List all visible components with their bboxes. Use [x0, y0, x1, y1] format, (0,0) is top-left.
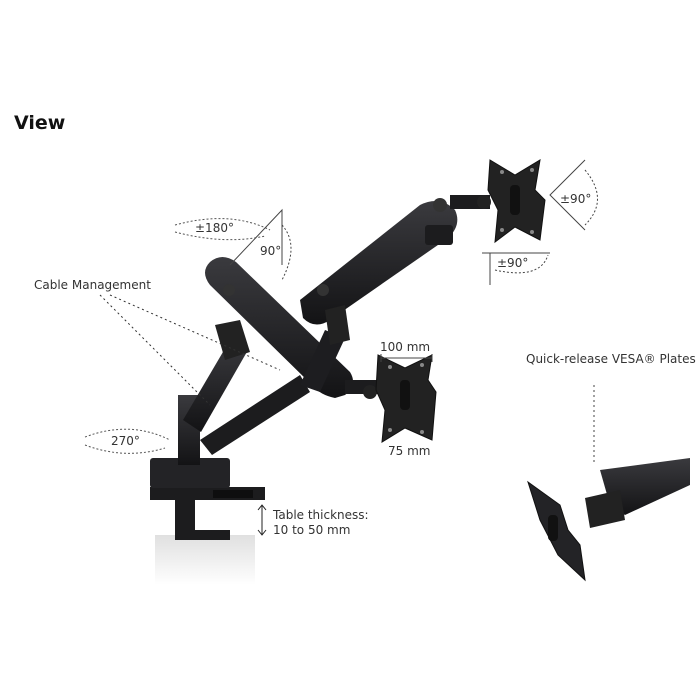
table-thickness-arrow [257, 504, 267, 536]
quick-release-detail [527, 385, 690, 582]
arm-knob-front [223, 284, 235, 296]
swivel-90-label: ±90° [497, 256, 529, 270]
page-title: View [14, 112, 66, 134]
rotate-270-icon [84, 428, 171, 454]
rotation-180-label: ±180° [195, 221, 234, 235]
upper-arm-rear [300, 201, 458, 325]
floor-reflection [155, 535, 255, 585]
vesa-width-dimension [380, 354, 433, 362]
lower-arm-left [183, 340, 248, 432]
lower-arm-rear [300, 330, 345, 392]
arm-joint-front [215, 320, 250, 360]
upper-vesa-head [450, 159, 546, 244]
cable-management-label: Cable Management [34, 278, 151, 292]
arm-angle-90-label: 90° [260, 244, 282, 258]
arm-knob-rear [317, 284, 329, 296]
arm-joint-rear [325, 305, 350, 345]
vesa-width-label: 100 mm [380, 340, 431, 354]
swivel-90-icon [482, 252, 550, 285]
tilt-90-label: ±90° [560, 192, 592, 206]
desk-clamp [150, 458, 265, 540]
rotate-180-icon [174, 218, 271, 241]
rotation-270-label: 270° [111, 434, 140, 448]
cable-management-pointer [99, 294, 281, 406]
lower-arm-right [200, 375, 310, 455]
lower-vesa-head [345, 354, 437, 443]
arm-lever [425, 225, 453, 245]
quick-release-label: Quick-release VESA® Plates [526, 352, 696, 366]
tilt-90-icon [549, 159, 598, 231]
angle-90-icon [229, 208, 292, 281]
table-thickness-range: 10 to 50 mm [273, 523, 351, 537]
vesa-height-label: 75 mm [388, 444, 431, 458]
table-thickness-label: Table thickness: [273, 508, 369, 522]
